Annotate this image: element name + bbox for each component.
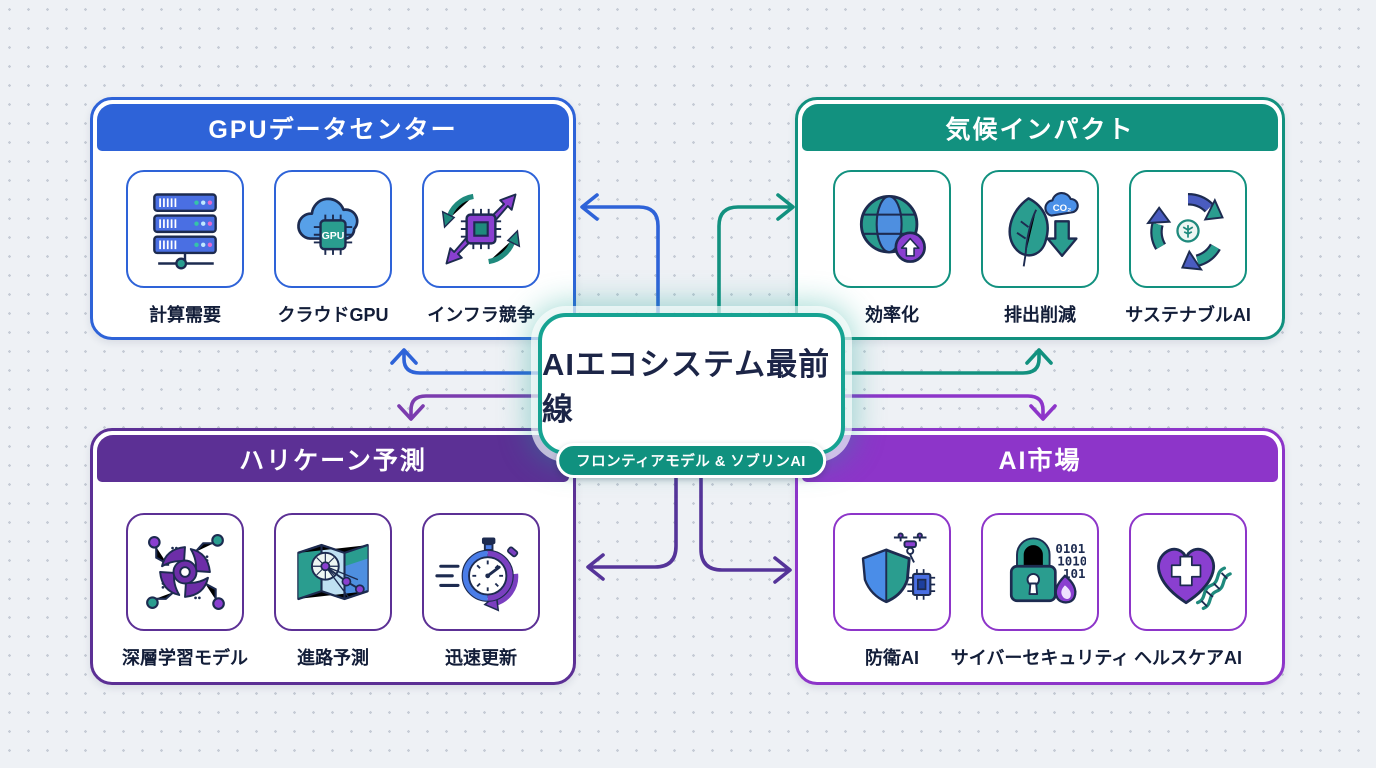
arrow-center-to-hurricane-side	[397, 394, 542, 421]
svg-text:1010: 1010	[1057, 553, 1086, 568]
feature-label: 深層学習モデル	[122, 648, 248, 668]
icon-tile	[833, 513, 951, 631]
leaf-co2-down-icon: CO₂	[1008, 192, 1079, 267]
feature-label: サステナブルAI	[1125, 305, 1251, 325]
arrow-center-to-market-bottom	[699, 468, 792, 584]
arrow-center-to-climate-top	[717, 193, 795, 318]
svg-text:GPU: GPU	[322, 230, 345, 242]
icon-tile	[422, 513, 540, 631]
arrow-center-to-market-side	[841, 394, 1057, 421]
card-hurricane-forecast-header: ハリケーン予測	[97, 435, 569, 482]
feature-label: 計算需要	[149, 305, 221, 325]
feature-sustainable-ai: サステナブルAI	[1125, 170, 1251, 327]
map-route-icon	[297, 543, 369, 601]
stopwatch-fast-icon	[435, 537, 519, 612]
svg-text:101: 101	[1063, 566, 1085, 581]
feature-efficiency: 効率化	[833, 170, 952, 327]
feature-cloud-gpu: GPU クラウドGPU	[274, 170, 393, 327]
svg-text:CO₂: CO₂	[1053, 203, 1072, 214]
center-subtitle-badge: フロンティアモデル & ソブリンAI	[556, 443, 826, 478]
cloud-gpu-icon: GPU	[297, 197, 359, 255]
shield-drone-icon	[861, 532, 936, 604]
feature-label: インフラ競争	[427, 305, 535, 325]
icon-tile	[126, 170, 244, 288]
arrow-center-to-hurricane-bottom	[586, 468, 678, 581]
feature-label: クラウドGPU	[277, 305, 389, 325]
feature-label: サイバーセキュリティ	[950, 648, 1130, 668]
card-title: AI市場	[998, 446, 1082, 475]
feature-defense-ai: 防衛AI	[833, 513, 952, 670]
card-hurricane-forecast: ハリケーン予測	[90, 428, 576, 685]
feature-rapid-update: 迅速更新	[422, 513, 541, 670]
card-ai-market: AI市場	[795, 428, 1285, 685]
icon-tile	[833, 170, 951, 288]
arrow-center-to-climate-side	[841, 348, 1053, 375]
icon-tile	[126, 513, 244, 631]
icon-tile: 0101 1010 101	[981, 513, 1099, 631]
heart-dna-icon	[1157, 547, 1232, 611]
feature-label: 進路予測	[297, 648, 369, 668]
feature-label: 排出削減	[1004, 305, 1076, 325]
icon-tile	[274, 513, 392, 631]
center-title: AIエコシステム最前線	[542, 347, 831, 427]
lock-binary-flame-icon: 0101 1010 101	[1009, 537, 1086, 604]
feature-infra-competition: インフラ競争	[422, 170, 541, 327]
card-ai-market-header: AI市場	[802, 435, 1278, 482]
icon-tile	[422, 170, 540, 288]
feature-compute-demand: 計算需要	[126, 170, 245, 327]
card-title: ハリケーン予測	[239, 446, 427, 475]
arrow-center-to-gpu-side	[390, 348, 542, 375]
feature-emission-reduction: CO₂ 排出削減	[981, 170, 1100, 327]
chip-cycle-arrows-icon	[441, 193, 521, 265]
feature-label: 迅速更新	[445, 648, 517, 668]
card-climate-impact-header: 気候インパクト	[802, 104, 1278, 151]
center-node: AIエコシステム最前線	[538, 313, 845, 455]
icon-tile: GPU	[274, 170, 392, 288]
icon-tile: CO₂	[981, 170, 1099, 288]
svg-text:0101: 0101	[1055, 541, 1085, 556]
feature-label: 効率化	[865, 305, 919, 325]
hurricane-network-icon	[146, 534, 225, 610]
globe-up-arrow-icon	[859, 194, 926, 263]
arrow-center-to-gpu-top	[580, 193, 660, 318]
feature-healthcare-ai: ヘルスケアAI	[1129, 513, 1248, 670]
feature-cybersecurity: 0101 1010 101 サイバーセキュリティ	[951, 513, 1129, 670]
feature-route-forecast: 進路予測	[274, 513, 393, 670]
icon-tile	[1129, 513, 1247, 631]
card-title: 気候インパクト	[945, 115, 1135, 144]
card-gpu-datacenter-header: GPUデータセンター	[97, 104, 569, 151]
icon-tile	[1129, 170, 1247, 288]
card-climate-impact: 気候インパクト 効率化	[795, 97, 1285, 340]
card-gpu-datacenter: GPUデータセンター	[90, 97, 576, 340]
feature-deep-learning-model: 深層学習モデル	[122, 513, 248, 670]
server-rack-icon	[153, 193, 217, 270]
center-badge-label: フロンティアモデル & ソブリンAI	[576, 454, 806, 470]
feature-label: ヘルスケアAI	[1134, 648, 1242, 668]
feature-label: 防衛AI	[865, 648, 919, 668]
card-title: GPUデータセンター	[208, 115, 458, 144]
recycle-leaf-icon	[1146, 193, 1224, 271]
